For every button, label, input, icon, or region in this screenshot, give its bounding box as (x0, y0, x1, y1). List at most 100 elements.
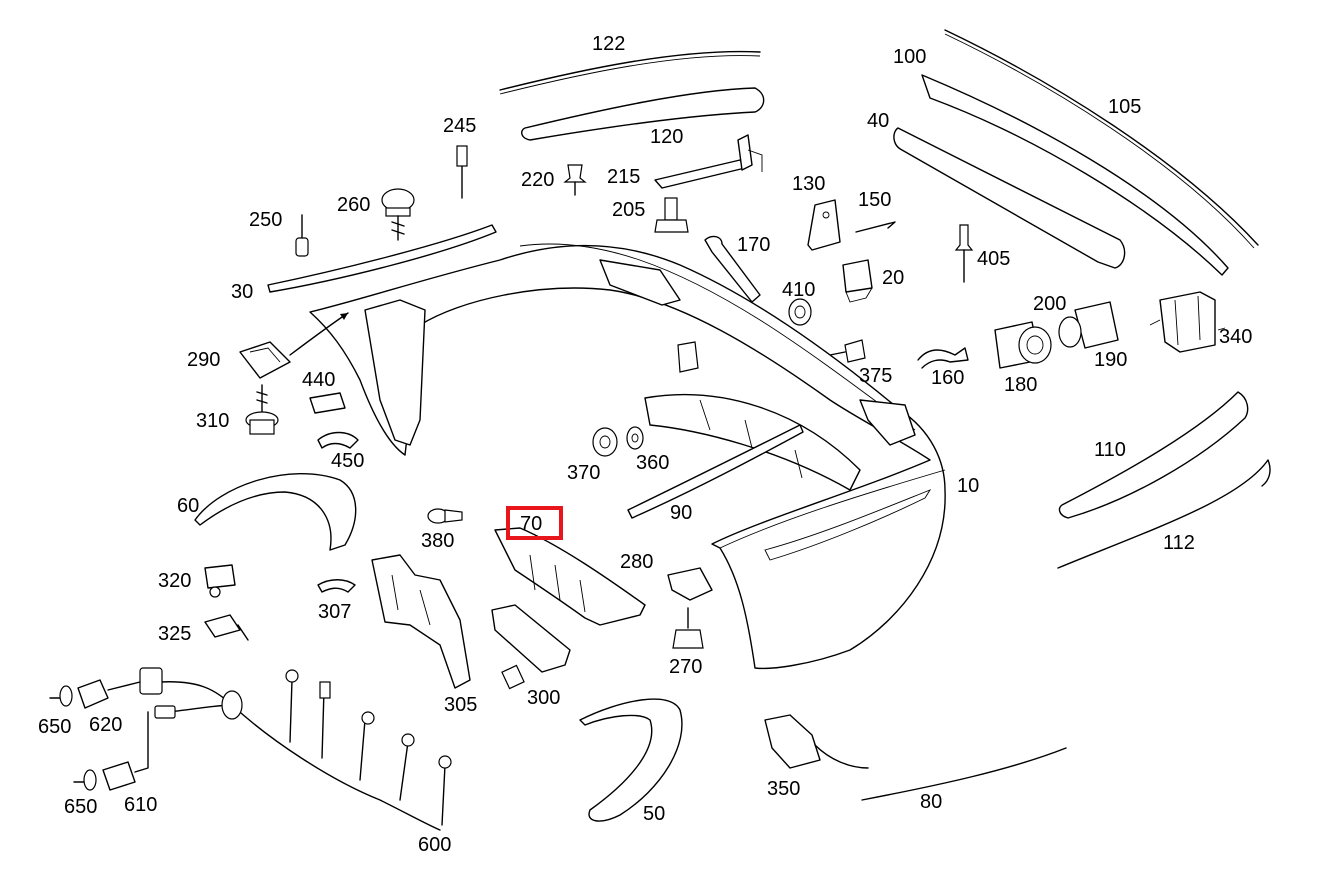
part-320-clip (204, 564, 236, 598)
label-215: 215 (607, 166, 640, 188)
label-375: 375 (859, 365, 892, 387)
label-307: 307 (318, 601, 351, 623)
part-410-grommet (788, 298, 812, 326)
label-150: 150 (858, 189, 891, 211)
highlight-box-70 (506, 506, 563, 540)
part-215-bracket (654, 134, 763, 189)
label-70: 70 (520, 513, 542, 535)
label-50: 50 (643, 803, 665, 825)
part-260-bolt (381, 188, 415, 241)
label-440: 440 (302, 369, 335, 391)
label-250: 250 (249, 209, 282, 231)
label-60: 60 (177, 495, 199, 517)
label-300: 300 (527, 687, 560, 709)
part-110-trim (1058, 391, 1249, 519)
part-190-ring (1058, 301, 1119, 349)
part-205-bolt (654, 197, 689, 233)
label-290: 290 (187, 349, 220, 371)
bumper-inner-tray (644, 393, 861, 491)
part-305-bracket (371, 554, 471, 689)
part-120-trim (521, 87, 765, 141)
part-60-liner (194, 473, 357, 551)
label-380: 380 (421, 530, 454, 552)
part-10-bumper-cover (309, 243, 946, 670)
part-30-strip (267, 224, 497, 293)
part-307-pad (317, 579, 356, 593)
label-100: 100 (893, 46, 926, 68)
label-650-bottom: 650 (64, 796, 97, 818)
part-20-bracket (842, 259, 873, 303)
part-160-clip (917, 347, 969, 369)
label-350: 350 (767, 778, 800, 800)
part-112-strip (1057, 459, 1271, 569)
label-220: 220 (521, 169, 554, 191)
label-450: 450 (331, 450, 364, 472)
label-190: 190 (1094, 349, 1127, 371)
label-320: 320 (158, 570, 191, 592)
part-360-washer (626, 426, 644, 450)
part-122-trim-strip (499, 50, 761, 95)
label-170: 170 (737, 234, 770, 256)
label-260: 260 (337, 194, 370, 216)
part-650-ring-top (49, 685, 73, 707)
part-280-bracket (667, 567, 713, 601)
label-130: 130 (792, 173, 825, 195)
label-280: 280 (620, 551, 653, 573)
part-600-harness (139, 667, 452, 831)
label-610: 610 (124, 794, 157, 816)
part-375-bolt (829, 339, 866, 363)
label-620: 620 (89, 714, 122, 736)
part-90-strip (627, 424, 804, 519)
label-305: 305 (444, 694, 477, 716)
label-30: 30 (231, 281, 253, 303)
part-440-block (309, 392, 346, 414)
label-80: 80 (920, 791, 942, 813)
part-180-sensor (994, 321, 1052, 369)
part-300-holder (491, 604, 571, 690)
label-20: 20 (882, 267, 904, 289)
part-105-strip (944, 29, 1259, 249)
label-40: 40 (867, 110, 889, 132)
part-80-strip (861, 747, 1067, 801)
part-100-strip (921, 74, 1229, 276)
part-245-rivet (456, 145, 468, 199)
part-50-arch-cover (579, 698, 683, 822)
part-170-bracket (704, 235, 761, 303)
label-370: 370 (567, 462, 600, 484)
part-150-clip (855, 221, 896, 233)
label-122: 122 (592, 33, 625, 55)
part-325-bracket (204, 614, 249, 641)
label-180: 180 (1004, 374, 1037, 396)
label-160: 160 (931, 367, 964, 389)
label-205: 205 (612, 199, 645, 221)
label-410: 410 (782, 279, 815, 301)
part-220-clip (563, 164, 587, 196)
part-650-ring-bottom (73, 769, 97, 791)
label-105: 105 (1108, 96, 1141, 118)
part-340-holder (1149, 291, 1226, 353)
part-370-nut (592, 427, 618, 457)
part-130-bracket (807, 199, 841, 251)
part-70-guide-bracket (494, 527, 646, 626)
part-310-screw (245, 384, 279, 435)
part-380-push-pin (427, 508, 463, 524)
label-245: 245 (443, 115, 476, 137)
label-360: 360 (636, 452, 669, 474)
part-290-clip-nut (239, 312, 349, 379)
label-270: 270 (669, 656, 702, 678)
part-405-rivet (954, 224, 974, 283)
label-120: 120 (650, 126, 683, 148)
label-90: 90 (670, 502, 692, 524)
label-10: 10 (957, 475, 979, 497)
label-112: 112 (1163, 532, 1195, 554)
label-600: 600 (418, 834, 451, 856)
part-270-screw (672, 607, 704, 649)
part-350-holder (764, 714, 869, 769)
part-40-absorber (893, 127, 1126, 269)
label-310: 310 (196, 410, 229, 432)
label-200: 200 (1033, 293, 1066, 315)
part-450-pad (317, 431, 359, 449)
label-110: 110 (1094, 439, 1126, 461)
part-250-pin (295, 214, 309, 257)
label-405: 405 (977, 248, 1010, 270)
